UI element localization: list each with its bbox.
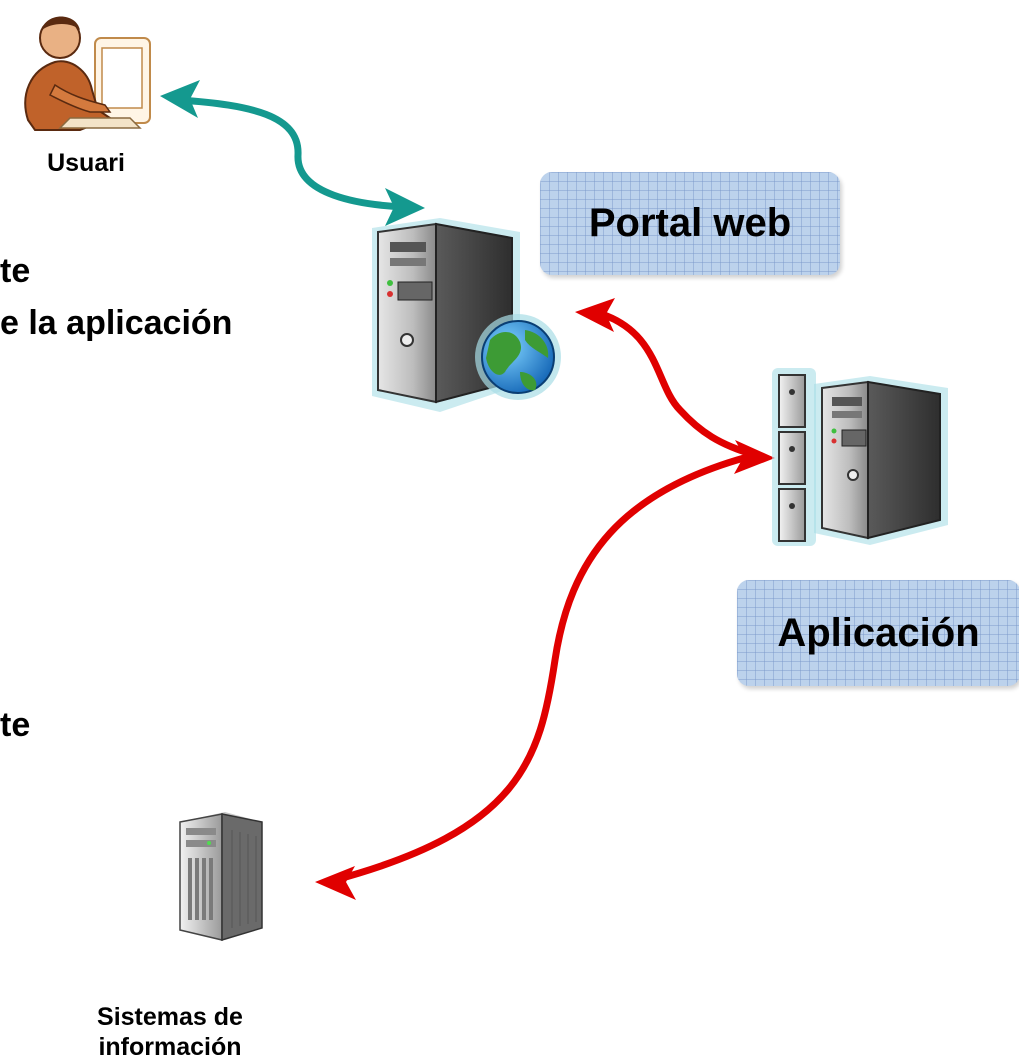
application-box: Aplicación <box>737 580 1019 686</box>
info-systems-label-line1: Sistemas de <box>97 1003 243 1031</box>
arrowhead-icon <box>385 188 425 226</box>
portal-web-label: Portal web <box>588 201 792 245</box>
portal-web-box: Portal web <box>540 172 840 275</box>
arrowhead-icon <box>315 866 356 900</box>
side-text-line2: e la aplicación <box>0 304 233 342</box>
database-server-icon <box>179 812 263 942</box>
info-systems-label-line2: información <box>98 1033 242 1061</box>
globe-icon <box>475 314 561 400</box>
user-icon <box>24 16 151 131</box>
user-portal-connector <box>160 80 425 226</box>
application-server-icon <box>772 368 948 546</box>
info-systems-label: Sistemas de información <box>70 1002 270 1062</box>
side-text-line3: te <box>0 706 31 744</box>
web-server-icon <box>372 218 561 412</box>
arrowhead-icon <box>160 80 200 118</box>
app-info-connector <box>315 451 759 900</box>
side-text-line1: te <box>0 252 31 290</box>
arrowhead-icon <box>575 298 615 332</box>
application-label: Aplicación <box>777 610 980 655</box>
portal-app-connector <box>575 298 775 474</box>
user-label: Usuari <box>47 149 125 177</box>
